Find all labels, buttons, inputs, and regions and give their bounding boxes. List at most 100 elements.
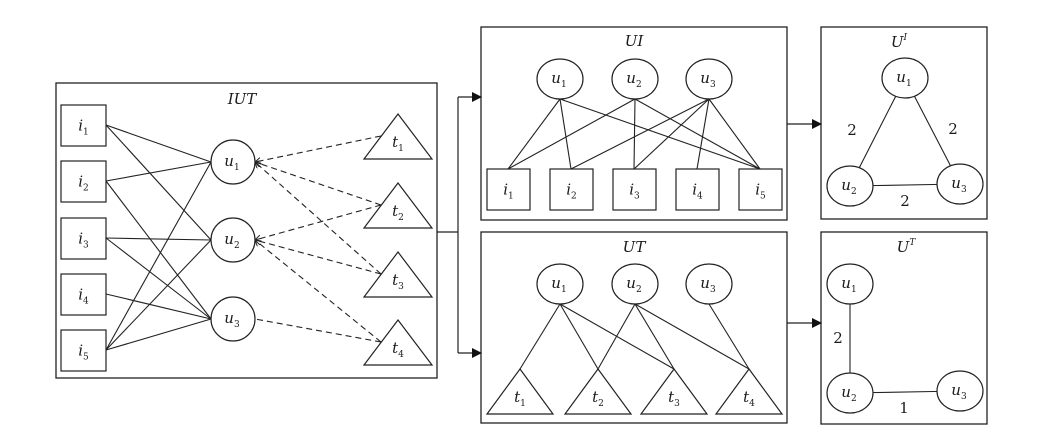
edge-i2-u1 [105, 161, 212, 182]
u-i-edge-u1-u2 [858, 95, 897, 169]
iut-i2-label: i2 [78, 173, 89, 194]
tag-triangle [362, 319, 434, 366]
edge-u1-t2 [559, 303, 599, 370]
edge-u1-i5 [559, 98, 761, 170]
edge-u3-i5 [708, 98, 761, 170]
ut-node-u3: u3 [685, 263, 733, 305]
iut-u2-label: u2 [224, 230, 239, 251]
edge-u1-t1 [519, 303, 561, 370]
edge-u3-i2 [570, 98, 710, 170]
ui-i5-label: i5 [755, 181, 766, 202]
ui-node-u2: u2 [611, 58, 659, 100]
item-box [60, 217, 107, 260]
u-t-u1-label: u1 [841, 274, 856, 295]
u-i-edge-weight: 2 [847, 121, 857, 139]
item-box [612, 168, 657, 211]
ui-node-i1: i1 [486, 168, 531, 211]
ut-node-u2: u2 [611, 263, 659, 305]
iut-node-i3: i3 [60, 217, 107, 260]
dashed-edge-t2-u2 [255, 204, 382, 240]
u-i-node-u1: u1 [881, 57, 929, 99]
ut-t2-label: t2 [592, 388, 604, 409]
ut-node-u1: u1 [536, 263, 584, 305]
item-box [60, 329, 107, 372]
dashed-edge-t1-u1 [255, 135, 382, 162]
u-i-node-u3: u3 [936, 163, 984, 205]
u-i-node-u2: u2 [826, 165, 874, 207]
item-box [549, 168, 594, 211]
tag-triangle [362, 113, 434, 160]
user-circle [685, 263, 733, 305]
tag-triangle [563, 367, 633, 415]
item-box [486, 168, 531, 211]
panel-ui-title: UI [625, 32, 645, 50]
ut-t3-label: t3 [668, 388, 680, 409]
ui-node-u3: u3 [685, 58, 733, 100]
u-t-u3-label: u3 [951, 381, 967, 402]
ut-u2-label: u2 [626, 274, 641, 295]
edge-i1-u1 [105, 124, 212, 163]
item-box [675, 168, 720, 211]
edge-i5-u1 [105, 161, 212, 351]
edge-i3-u3 [105, 237, 212, 320]
edge-u2-t3 [634, 303, 675, 370]
dashed-edge-t3-u2 [255, 240, 382, 275]
iut-node-u2: u2 [210, 217, 256, 263]
ui-u3-label: u3 [700, 69, 716, 90]
panel-ui: UI u1 u2 u3 i1 i2 i3 i4 i5 [480, 26, 788, 221]
panel-u-t-title: UT [897, 238, 917, 256]
iut-node-t2: t2 [362, 182, 434, 229]
item-box [60, 104, 107, 147]
split-connector [437, 92, 482, 358]
edge-i1-u2 [105, 124, 212, 241]
ut-u3-label: u3 [700, 274, 716, 295]
iut-node-i1: i1 [60, 104, 107, 147]
ut-t4-label: t4 [743, 388, 755, 409]
iut-node-t1: t1 [362, 113, 434, 160]
edge-u3-i3 [633, 98, 710, 170]
tag-triangle [362, 182, 434, 229]
u-t-edge-u2-u3 [869, 390, 941, 394]
ui-i2-label: i2 [566, 181, 577, 202]
user-circle [826, 372, 874, 414]
user-circle [936, 163, 984, 205]
tag-triangle [362, 251, 434, 298]
user-circle [611, 263, 659, 305]
iut-node-t3: t3 [362, 251, 434, 298]
ui-node-i4: i4 [675, 168, 720, 211]
u-t-node-u1: u1 [826, 263, 874, 305]
edge-i5-u2 [105, 239, 212, 351]
dashed-edge-t2-u1 [255, 162, 382, 206]
tag-triangle [485, 367, 555, 415]
user-circle [210, 139, 256, 185]
iut-t2-label: t2 [392, 202, 404, 223]
iut-u3-label: u3 [224, 309, 240, 330]
iut-i4-label: i4 [78, 286, 89, 307]
tag-triangle [714, 367, 784, 415]
user-circle [881, 57, 929, 99]
u-t-edge-weight: 1 [899, 399, 909, 417]
ui-i3-label: i3 [629, 181, 640, 202]
user-circle [611, 58, 659, 100]
u-i-u3-label: u3 [951, 174, 967, 195]
edge-u2-i1 [507, 98, 636, 170]
iut-u1-label: u1 [224, 152, 239, 173]
ui-node-i2: i2 [549, 168, 594, 211]
user-circle [936, 370, 984, 412]
iut-t1-label: t1 [392, 133, 404, 154]
u-i-u2-label: u2 [841, 176, 856, 197]
ui-node-u1: u1 [536, 58, 584, 100]
edge-i3-u2 [105, 237, 212, 241]
edge-u1-i1 [507, 98, 561, 170]
u-t-node-u2: u2 [826, 372, 874, 414]
panel-u-i-title: UI [891, 33, 908, 51]
dashed-edge-t4-u2 [255, 240, 382, 343]
ui-u1-label: u1 [551, 69, 566, 90]
tag-triangle [639, 367, 709, 415]
ui-i4-label: i4 [692, 181, 703, 202]
user-circle [210, 296, 256, 342]
